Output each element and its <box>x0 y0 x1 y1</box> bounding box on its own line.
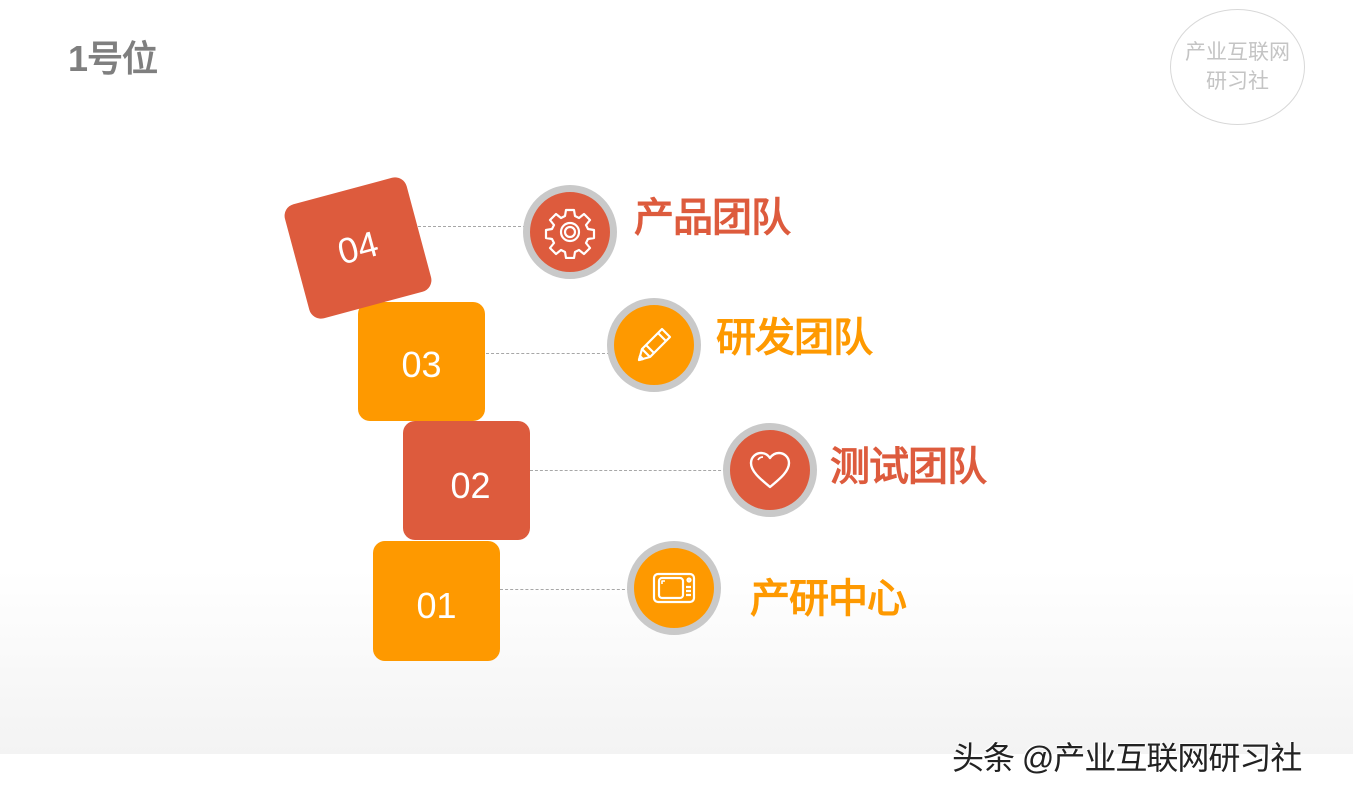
step-label-04: 产品团队 <box>634 196 791 240</box>
slide-title: 1号位 <box>68 38 158 79</box>
pencil-icon <box>637 327 672 362</box>
step-number: 03 <box>401 343 442 385</box>
icon-circle-01 <box>627 541 721 635</box>
step-box-04: 04 <box>281 174 435 322</box>
step-label-03: 研发团队 <box>716 316 873 360</box>
stamp-line-2: 研习社 <box>1206 69 1269 93</box>
heart-icon <box>749 451 791 489</box>
icon-circle-04 <box>523 185 617 279</box>
step-box-01: 01 <box>373 541 500 661</box>
tv-icon <box>652 572 696 604</box>
connector-line-01 <box>500 589 630 590</box>
step-label-02: 测试团队 <box>830 445 987 489</box>
connector-line-04 <box>418 226 526 227</box>
icon-circle-03 <box>607 298 701 392</box>
step-number: 01 <box>416 585 457 626</box>
stamp-line-1: 产业互联网 <box>1185 40 1290 64</box>
icon-circle-02 <box>723 423 817 517</box>
gear-icon <box>544 208 596 259</box>
connector-line-03 <box>486 353 610 354</box>
step-label-01: 产研中心 <box>750 577 907 621</box>
watermark-stamp: 产业互联网 研习社 <box>1170 9 1305 125</box>
step-box-02: 02 <box>403 421 530 540</box>
slide: 1号位 产业互联网 研习社 01 02 03 04 <box>0 0 1353 754</box>
connector-line-02 <box>530 470 726 471</box>
step-number: 02 <box>450 464 491 506</box>
footer-watermark: 头条 @产业互联网研习社 <box>952 740 1302 776</box>
step-number: 04 <box>333 222 383 273</box>
step-box-03: 03 <box>358 302 485 421</box>
